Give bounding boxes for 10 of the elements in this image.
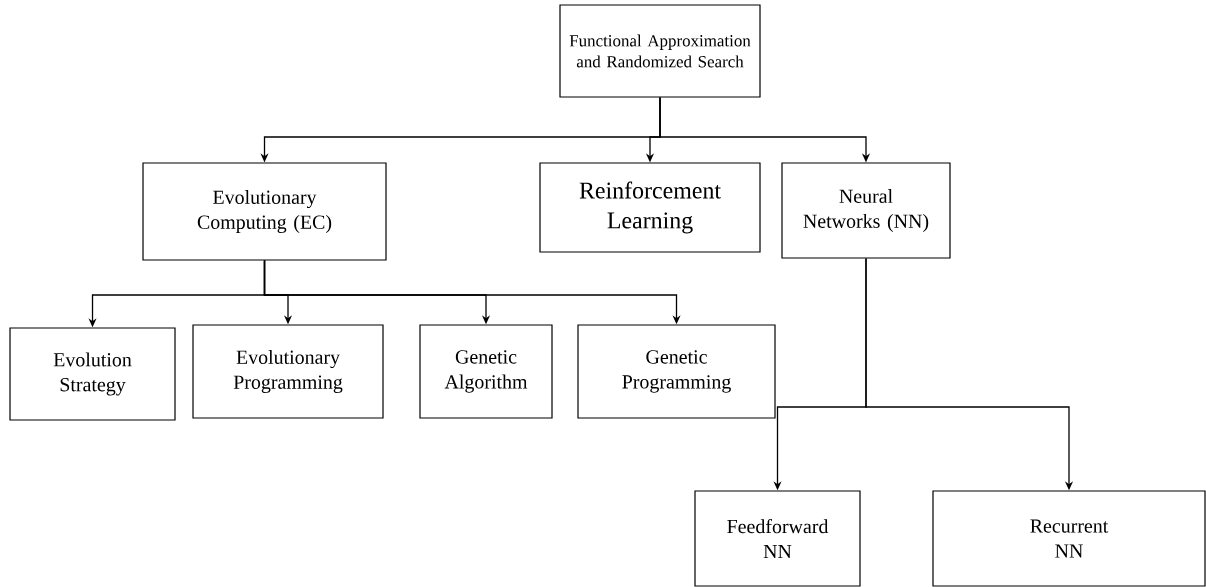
process-box: Evolutionary Computing (EC) — [142, 162, 387, 261]
process-box: Neural Networks (NN) — [781, 162, 951, 259]
process-box: Genetic Algorithm — [419, 324, 553, 419]
process-box: Evolutionary Programming — [192, 324, 384, 419]
process-box: Recurrent NN — [932, 490, 1206, 587]
process-box: Feedforward NN — [694, 490, 861, 587]
process-box: Functional Approximation and Randomized Search — [559, 4, 761, 98]
process-box: Reinforcement Learning — [539, 162, 761, 253]
process-box: Genetic Programming — [577, 324, 776, 419]
process-box: Evolution Strategy — [9, 327, 176, 421]
